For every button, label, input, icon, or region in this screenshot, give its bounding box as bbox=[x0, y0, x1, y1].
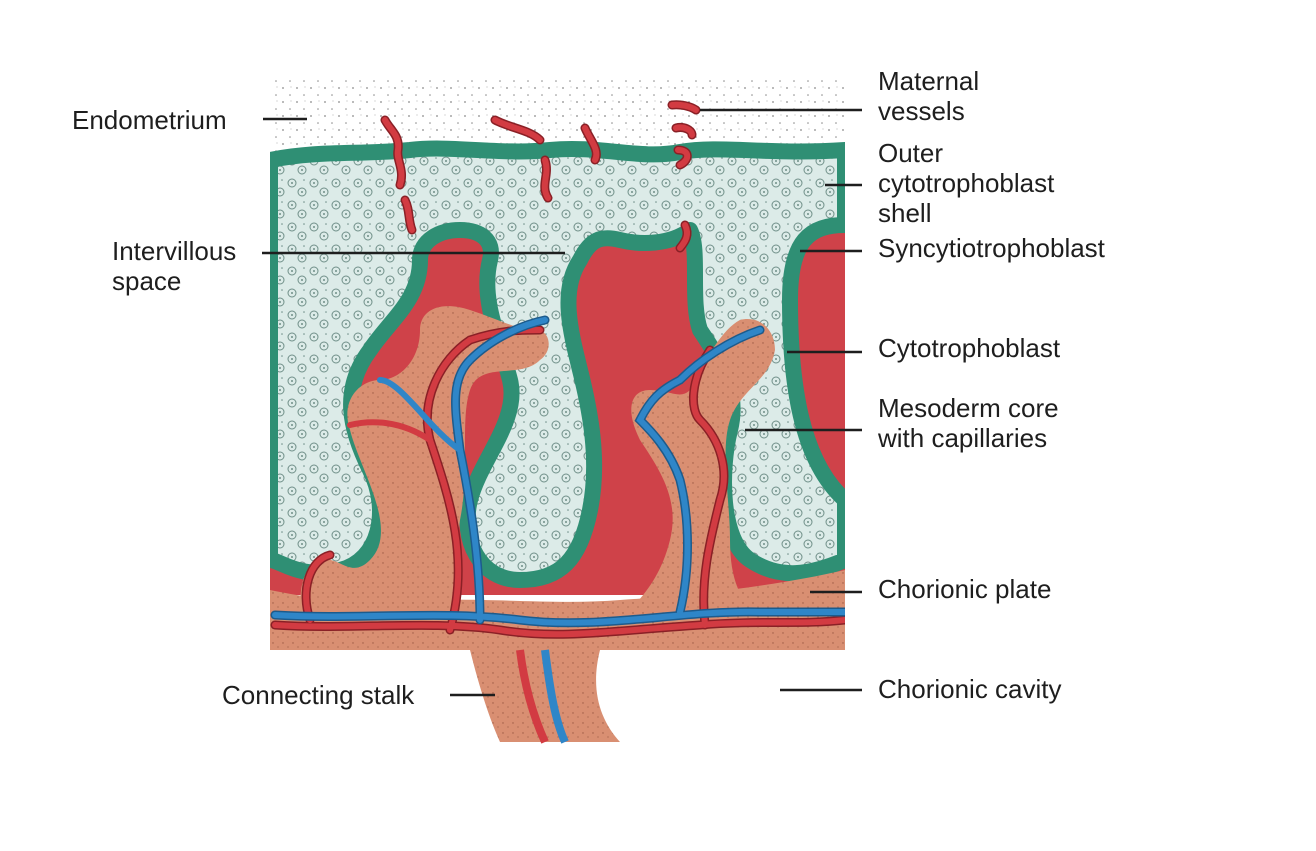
label-outer-cytotrophoblast-shell: Outer cytotrophoblast shell bbox=[878, 138, 1062, 228]
mesoderm-core-left bbox=[300, 306, 549, 620]
stalk-artery bbox=[516, 649, 549, 744]
label-endometrium: Endometrium bbox=[72, 105, 227, 135]
label-maternal-vessels: Maternal vessels bbox=[878, 66, 986, 126]
label-connecting-stalk: Connecting stalk bbox=[222, 680, 415, 710]
cytotrophoblast-layer bbox=[270, 140, 845, 588]
label-cytotrophoblast: Cytotrophoblast bbox=[878, 333, 1061, 363]
label-chorionic-cavity: Chorionic cavity bbox=[878, 674, 1062, 704]
label-mesoderm-core: Mesoderm core with capillaries bbox=[877, 393, 1066, 453]
stalk-vein bbox=[541, 649, 569, 744]
chorionic-plate-region bbox=[270, 570, 845, 650]
label-chorionic-plate: Chorionic plate bbox=[878, 574, 1051, 604]
label-intervillous-space: Intervillous space bbox=[112, 236, 244, 296]
connecting-stalk-region bbox=[470, 650, 620, 742]
label-syncytiotrophoblast: Syncytiotrophoblast bbox=[878, 233, 1106, 263]
